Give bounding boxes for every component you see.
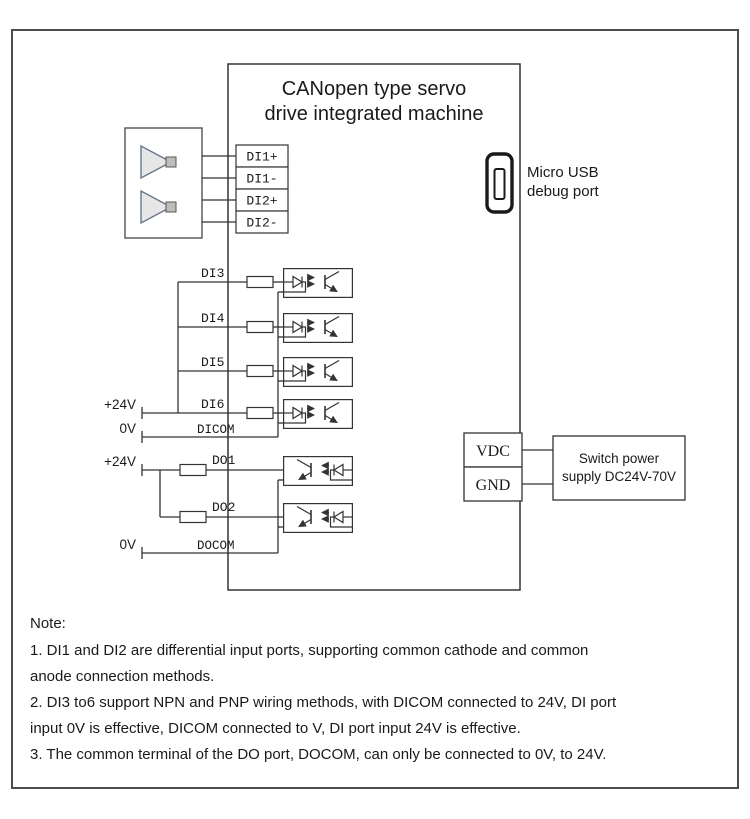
power-terminal-block: VDC GND — [463, 432, 523, 502]
optocoupler-icon — [283, 400, 352, 429]
terminal-label: DI1+ — [246, 150, 277, 165]
terminal-vdc — [463, 432, 523, 468]
resistor-icon — [246, 275, 274, 289]
optocoupler-icon — [283, 314, 352, 343]
terminal-di2-minus — [235, 210, 289, 234]
terminal-label-di3: DI3 — [201, 266, 224, 281]
power-label-do-0v: 0V — [119, 537, 136, 552]
terminal-label-vdc: VDC — [476, 443, 510, 460]
amplifier-triangle-icon — [140, 189, 173, 225]
di-terminal-block: DI1+ DI1- DI2+ DI2- — [235, 144, 289, 234]
note-line: input 0V is effective, DICOM connected t… — [30, 720, 521, 737]
amplifier-pad-icon — [165, 201, 177, 213]
optocoupler-icon — [283, 358, 352, 387]
terminal-gnd — [463, 466, 523, 502]
optocoupler-icon — [284, 504, 353, 533]
power-label-di-24v: +24V — [104, 397, 136, 412]
usb-label-line2: debug port — [527, 183, 600, 200]
terminal-label: DI2- — [246, 216, 277, 231]
terminal-label-gnd: GND — [476, 477, 511, 494]
resistor-icon — [246, 364, 274, 378]
power-label-di-0v: 0V — [119, 421, 136, 436]
note-line: 2. DI3 to6 support NPN and PNP wiring me… — [30, 694, 617, 711]
notes-heading: Note: — [30, 615, 66, 632]
power-supply-label-line2: supply DC24V-70V — [562, 469, 676, 484]
terminal-label-do1: DO1 — [212, 453, 236, 468]
outer-frame — [11, 29, 739, 789]
terminal-label: DI1- — [246, 172, 277, 187]
terminal-label-di4: DI4 — [201, 311, 225, 326]
power-supply-box: Switch power supply DC24V-70V — [552, 435, 686, 501]
resistor-icon — [246, 320, 274, 334]
micro-usb-icon — [485, 152, 514, 214]
terminal-label-do2: DO2 — [212, 500, 235, 515]
terminal-label-docom: DOCOM — [197, 539, 235, 553]
wires — [141, 155, 553, 559]
page-title-line1: CANopen type servo — [282, 78, 467, 100]
notes-section: Note: 1. DI1 and DI2 are differential in… — [30, 615, 617, 763]
power-label-do-24v: +24V — [104, 454, 136, 469]
di-resistors — [246, 275, 274, 420]
resistor-icon — [179, 510, 207, 524]
note-line: 3. The common terminal of the DO port, D… — [30, 746, 606, 763]
amplifier-pad-icon — [165, 156, 177, 168]
note-line: 1. DI1 and DI2 are differential input po… — [30, 642, 588, 659]
terminal-label: DI2+ — [246, 194, 277, 209]
power-supply-label-line1: Switch power — [579, 451, 660, 466]
optocoupler-icon — [283, 269, 352, 298]
terminal-label-dicom: DICOM — [197, 423, 235, 437]
do-resistors — [179, 463, 207, 524]
differential-input-box — [124, 127, 203, 239]
note-line: anode connection methods. — [30, 668, 214, 685]
resistor-icon — [179, 463, 207, 477]
terminal-label-di6: DI6 — [201, 397, 224, 412]
page-title-line2: drive integrated machine — [264, 103, 483, 125]
optocoupler-icon — [284, 457, 353, 486]
terminal-label-di5: DI5 — [201, 355, 224, 370]
usb-label-line1: Micro USB — [527, 164, 599, 181]
amplifier-triangle-icon — [140, 144, 173, 180]
resistor-icon — [246, 406, 274, 420]
